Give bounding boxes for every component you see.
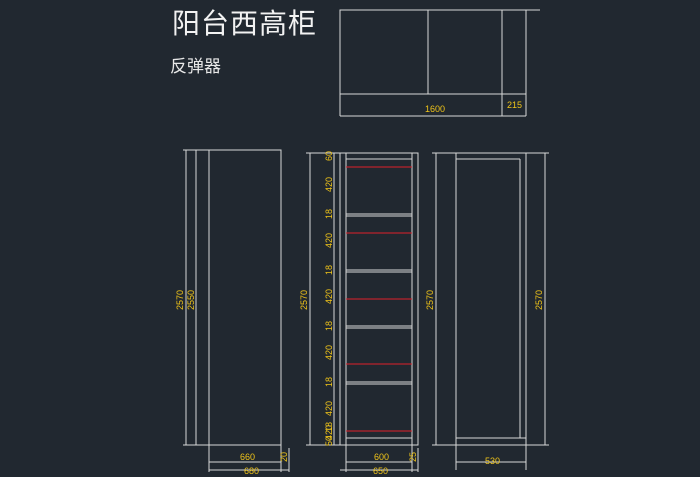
segment-dim-5: 420 [324,289,334,304]
segment-dim-0: 60 [324,151,334,161]
segment-dim-11: 420 [324,425,334,440]
segment-dim-4: 18 [324,265,334,275]
side-height-right-dim: 2570 [534,290,544,310]
drawing-title: 阳台西高柜 [172,7,318,40]
plan-view [339,9,540,117]
front-view [183,149,290,472]
front-width-outer-dim: 680 [244,466,259,476]
side-height-left-dim: 2570 [425,290,435,310]
front-side-gap-dim: 20 [279,452,289,462]
segment-dim-12: 50 [324,436,334,446]
segment-dim-8: 18 [324,377,334,387]
segment-dim-1: 420 [324,177,334,192]
side-view [432,152,549,470]
drawing-subtitle: 反弹器 [170,57,221,77]
plan-side-dim: 215 [507,100,522,110]
segment-dim-7: 420 [324,345,334,360]
section-width-outer-dim: 650 [373,466,388,476]
segment-dim-3: 420 [324,233,334,248]
front-height-inner-dim: 2550 [186,290,196,310]
segment-dim-2: 18 [324,209,334,219]
section-view [306,152,419,472]
segment-dim-9: 420 [324,401,334,416]
side-depth-dim: 530 [485,456,500,466]
section-height-dim: 2570 [299,290,309,310]
segment-dim-6: 18 [324,321,334,331]
plan-width-dim: 1600 [425,104,445,114]
section-width-inner-dim: 600 [374,452,389,462]
section-side-gap-dim: 25 [408,452,418,462]
section-segment-dims: 60 420 18 420 18 420 18 420 18 420 18 42… [324,151,334,446]
front-height-outer-dim: 2570 [175,290,185,310]
front-width-inner-dim: 660 [240,452,255,462]
red-rails [346,166,412,432]
segment-dim-10: 18 [324,422,334,432]
